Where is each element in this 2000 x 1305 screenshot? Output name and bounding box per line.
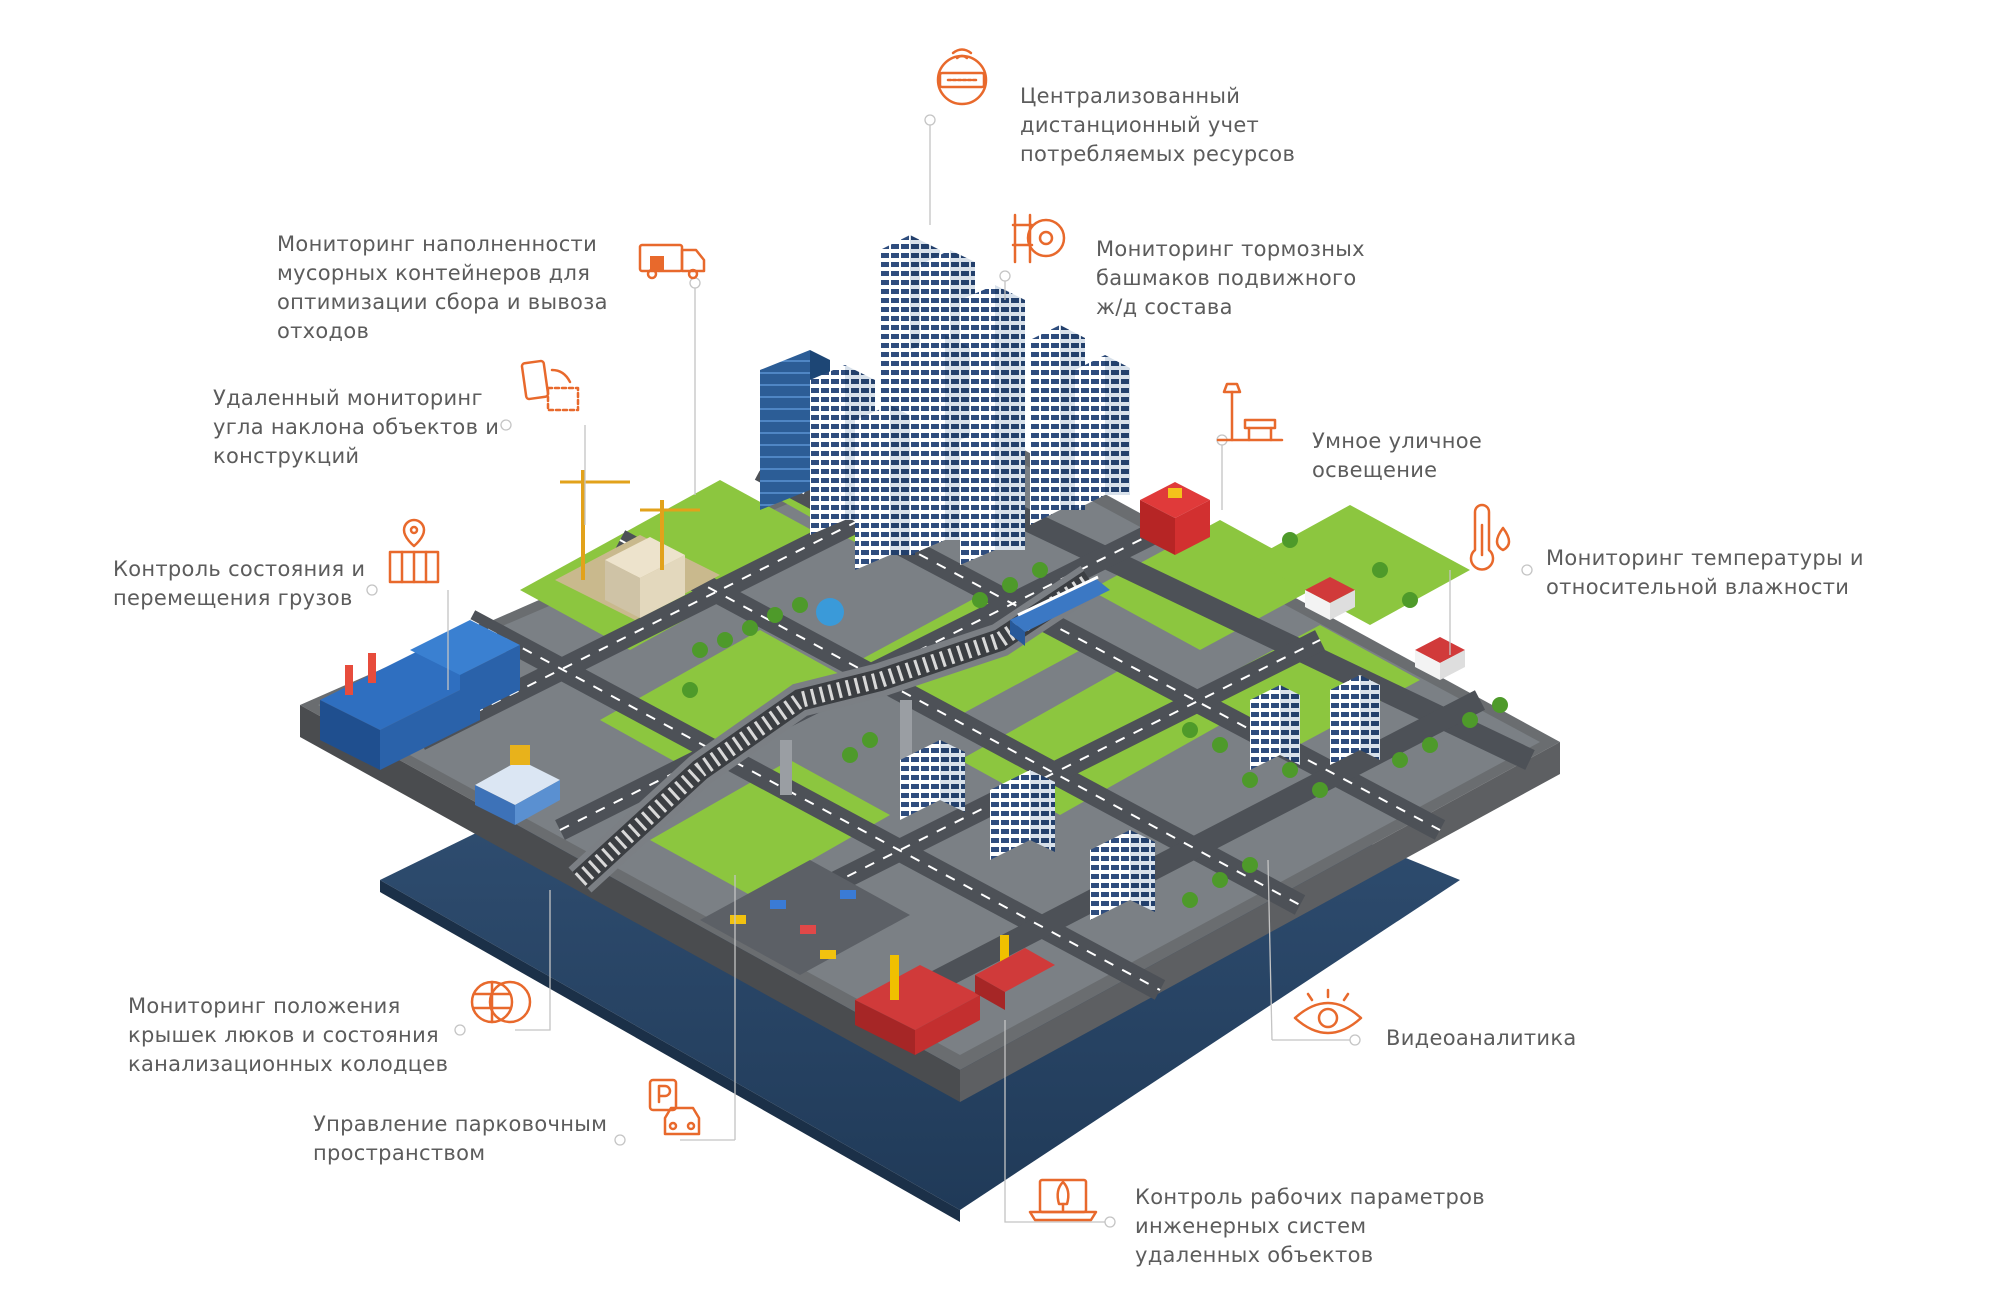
residential-blocks (900, 675, 1380, 920)
street-lamp-icon (1216, 382, 1284, 442)
train (1010, 575, 1110, 646)
laptop-rocket-icon (1028, 1178, 1098, 1222)
brake-shoe-icon (1011, 213, 1066, 264)
hospital-building (475, 745, 560, 825)
construction-site (555, 470, 720, 620)
eye-icon (1293, 988, 1363, 1035)
roundabout (816, 598, 844, 626)
callout-connectors (447, 125, 1451, 1223)
manhole-icon (470, 980, 532, 1024)
downtown-skyscrapers (760, 235, 1130, 570)
parking-car-icon (648, 1078, 701, 1136)
logistics-warehouses (320, 620, 520, 770)
cargo-location-icon (388, 518, 440, 584)
tilt-sensor-icon (520, 359, 580, 412)
fire-station (1140, 482, 1210, 555)
meter-icon (936, 48, 988, 106)
callout-video-text: Видеоаналитика (1386, 1026, 1577, 1050)
callout-connector-dots (366, 114, 1533, 1228)
garbage-truck-icon (638, 243, 706, 280)
thermometer-drop-icon (1469, 503, 1511, 571)
trees (682, 532, 1508, 908)
factory (855, 935, 1055, 1055)
cottages (1305, 577, 1465, 680)
parking-lot (700, 860, 910, 975)
